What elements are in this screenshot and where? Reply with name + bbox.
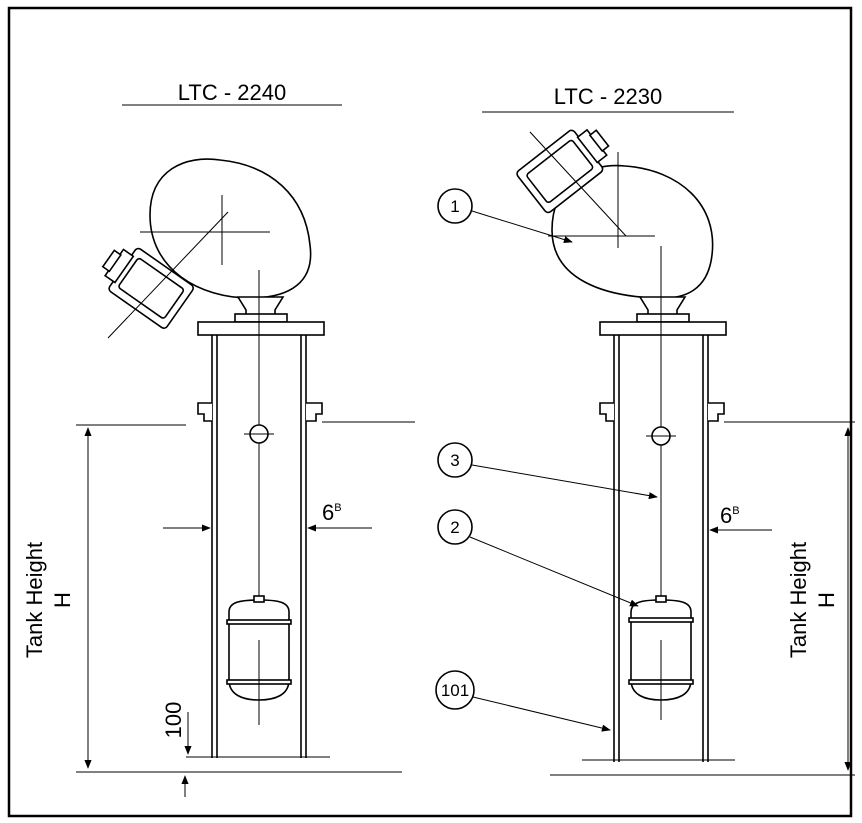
right-tank-height-label: Tank Height: [786, 542, 811, 658]
drawing-frame: [7, 6, 853, 818]
left-housing: [149, 158, 312, 299]
left-lug-right: [306, 402, 323, 422]
callout-3-leader: [471, 464, 658, 500]
callout-1-circle: [437, 188, 473, 224]
callout-101-label: 101: [441, 681, 469, 700]
callout-3-circle: [437, 442, 473, 478]
right-terminal-box: [516, 128, 610, 214]
callout-2-leader: [469, 536, 639, 607]
left-model: LTC - 2240: [22, 80, 415, 797]
callout-2-label: 2: [450, 518, 459, 537]
left-bottom-dim-label: 100: [161, 702, 186, 739]
right-terminal-axis: [529, 131, 627, 237]
callout-101-circle: [435, 670, 475, 710]
callout-1-label: 1: [450, 197, 459, 216]
left-title: LTC - 2240: [178, 80, 286, 105]
right-lug-left: [599, 402, 614, 422]
callout-3-label: 3: [450, 451, 459, 470]
right-model: LTC - 2230: [435, 84, 855, 776]
right-gap-label: 6B: [720, 503, 740, 528]
left-h-label: H: [50, 592, 75, 608]
right-flange: [599, 321, 727, 336]
callout-101-leader: [472, 696, 611, 732]
left-lug-left: [197, 402, 212, 422]
right-h-label: H: [814, 592, 839, 608]
right-lug-right: [708, 402, 725, 422]
left-flange: [197, 321, 325, 336]
left-tank-height-label: Tank Height: [22, 542, 47, 658]
callout-1-leader: [471, 210, 573, 244]
right-neck-cap: [636, 313, 690, 323]
right-title: LTC - 2230: [554, 84, 662, 109]
left-neck-cap: [234, 313, 288, 323]
left-terminal-box: [101, 247, 194, 329]
left-gap-label: 6B: [322, 500, 342, 525]
callout-2-circle: [437, 509, 473, 545]
left-terminal-axis: [107, 211, 229, 339]
